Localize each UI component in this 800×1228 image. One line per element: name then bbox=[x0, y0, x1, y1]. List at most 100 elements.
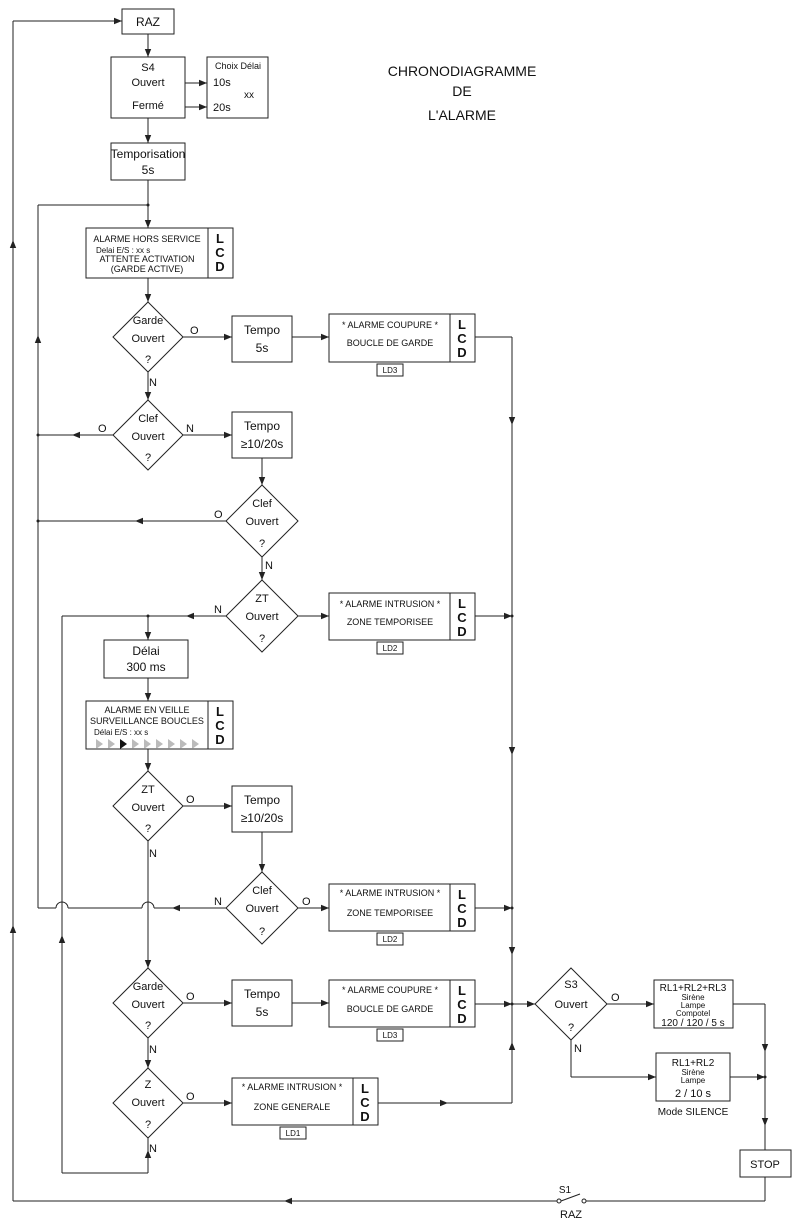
tempo-value: 5s bbox=[256, 1005, 269, 1019]
decision-ouvert: Ouvert bbox=[131, 1097, 164, 1109]
s1-switch: S1 RAZ bbox=[556, 1185, 587, 1221]
branch-n: N bbox=[149, 848, 157, 860]
tempo-label: Tempo bbox=[244, 793, 280, 807]
lcd-intrusion-zt-1: * ALARME INTRUSION * ZONE TEMPORISEE L C… bbox=[328, 592, 476, 655]
decision-label: Clef bbox=[138, 413, 159, 425]
lcd-letter-c: C bbox=[360, 1095, 370, 1110]
s1-raz: RAZ bbox=[560, 1209, 582, 1221]
lcd-letter-d: D bbox=[457, 1011, 466, 1026]
tempo-value: 5s bbox=[256, 341, 269, 355]
relay-full-line-5: 120 / 120 / 5 s bbox=[661, 1018, 724, 1029]
decision-garde-upper: Garde Ouvert ? O N bbox=[112, 301, 199, 389]
decision-q: ? bbox=[145, 823, 151, 835]
decision-ouvert: Ouvert bbox=[131, 999, 164, 1011]
decision-q: ? bbox=[145, 1020, 151, 1032]
relay-full-line-1: RL1+RL2+RL3 bbox=[660, 983, 727, 994]
title-line-3: L'ALARME bbox=[428, 107, 496, 123]
branch-n: N bbox=[186, 423, 194, 435]
lcd-hs-line-4: (GARDE ACTIVE) bbox=[111, 264, 184, 274]
decision-clef-1: Clef Ouvert ? O N bbox=[98, 399, 194, 471]
decision-label: Clef bbox=[252, 498, 273, 510]
lcd-hs-line-3: ATTENTE ACTIVATION bbox=[99, 254, 194, 264]
lcd-line-1: * ALARME INTRUSION * bbox=[340, 888, 441, 898]
progress-arrows bbox=[96, 739, 199, 749]
lcd-letter-d: D bbox=[457, 915, 466, 930]
branch-n: N bbox=[574, 1043, 582, 1055]
relay-silence-line-3: Lampe bbox=[681, 1076, 706, 1085]
branch-o: O bbox=[302, 896, 311, 908]
lcd-line-2: BOUCLE DE GARDE bbox=[347, 338, 434, 348]
lcd-line-2: ZONE GENERALE bbox=[254, 1102, 331, 1112]
lcd-line-1: * ALARME COUPURE * bbox=[342, 320, 439, 330]
decision-clef-3: Clef Ouvert ? N O bbox=[214, 871, 311, 945]
decision-garde-lower: Garde Ouvert ? O N bbox=[112, 967, 195, 1056]
tempo-1020-upper: Tempo ≥10/20s bbox=[231, 411, 293, 459]
relay-full-line-4: Compotel bbox=[676, 1009, 710, 1018]
branch-n: N bbox=[149, 1044, 157, 1056]
relay-silence-mode: Mode SILENCE bbox=[658, 1107, 729, 1118]
lcd-coupure-lower: * ALARME COUPURE * BOUCLE DE GARDE L C D… bbox=[328, 979, 476, 1042]
lcd-letter-l: L bbox=[216, 231, 224, 246]
lcd-letter-l: L bbox=[458, 887, 466, 902]
decision-ouvert: Ouvert bbox=[131, 333, 164, 345]
tempo-label: Tempo bbox=[244, 419, 280, 433]
delay-300ms-box: Délai 300 ms bbox=[103, 639, 189, 679]
led-ld3-label: LD3 bbox=[383, 366, 398, 375]
delay-choice-title: Choix Délai bbox=[215, 61, 261, 71]
branch-n: N bbox=[214, 604, 222, 616]
decision-label: ZT bbox=[141, 784, 155, 796]
delay-choice-20s: 20s bbox=[213, 102, 231, 114]
relay-full-line-3: Lampe bbox=[681, 1001, 706, 1010]
title-line-1: CHRONODIAGRAMME bbox=[388, 63, 537, 79]
lcd-line-1: * ALARME INTRUSION * bbox=[242, 1082, 343, 1092]
delay-choice-box: Choix Délai 10s xx 20s bbox=[206, 56, 269, 119]
s4-closed: Fermé bbox=[132, 100, 164, 112]
relay-silence-line-4: 2 / 10 s bbox=[675, 1088, 712, 1100]
decision-ouvert: Ouvert bbox=[245, 903, 278, 915]
lcd-line-2: ZONE TEMPORISEE bbox=[347, 617, 433, 627]
lcd-hs-tag: L C D bbox=[215, 231, 225, 274]
delay-choice-xx: xx bbox=[244, 90, 254, 101]
lcd-intrusion-z: * ALARME INTRUSION * ZONE GENERALE L C D… bbox=[231, 1077, 379, 1140]
led-ld2-label: LD2 bbox=[383, 935, 398, 944]
lcd-letter-d: D bbox=[215, 732, 224, 747]
lcd-hs-line-1: ALARME HORS SERVICE bbox=[93, 234, 200, 244]
decision-clef-2: Clef Ouvert ? O N bbox=[214, 484, 299, 572]
lcd-letter-d: D bbox=[360, 1109, 369, 1124]
connectors bbox=[9, 17, 769, 1205]
tempo-label: Tempo bbox=[244, 987, 280, 1001]
lcd-letter-c: C bbox=[457, 610, 467, 625]
lcd-letter-l: L bbox=[361, 1081, 369, 1096]
lcd-letter-d: D bbox=[457, 345, 466, 360]
decision-ouvert: Ouvert bbox=[131, 802, 164, 814]
branch-o: O bbox=[186, 1091, 195, 1103]
decision-ouvert: Ouvert bbox=[554, 999, 587, 1011]
relay-silence-line-2: Sirène bbox=[681, 1068, 705, 1077]
tempo-value: ≥10/20s bbox=[241, 811, 284, 825]
decision-q: ? bbox=[568, 1022, 574, 1034]
branch-o: O bbox=[98, 423, 107, 435]
lcd-letter-l: L bbox=[458, 596, 466, 611]
lcd-intrusion-zt-2: * ALARME INTRUSION * ZONE TEMPORISEE L C… bbox=[328, 883, 476, 946]
branch-n: N bbox=[265, 560, 273, 572]
branch-o: O bbox=[190, 325, 199, 337]
lcd-veille: ALARME EN VEILLE SURVEILLANCE BOUCLES Dé… bbox=[85, 700, 234, 750]
relay-silence-box: RL1+RL2 Sirène Lampe 2 / 10 s Mode SILEN… bbox=[655, 1052, 731, 1118]
decision-label: ZT bbox=[255, 593, 269, 605]
lcd-line-1: * ALARME COUPURE * bbox=[342, 985, 439, 995]
delay-label: Délai bbox=[132, 644, 159, 658]
decision-ouvert: Ouvert bbox=[131, 431, 164, 443]
s4-open: Ouvert bbox=[131, 77, 164, 89]
lcd-veille-line-2: SURVEILLANCE BOUCLES bbox=[90, 716, 204, 726]
s1-name: S1 bbox=[559, 1185, 572, 1196]
lcd-line-1: * ALARME INTRUSION * bbox=[340, 599, 441, 609]
s4-box: S4 Ouvert Fermé bbox=[110, 56, 186, 119]
tempo-value: ≥10/20s bbox=[241, 437, 284, 451]
s4-name: S4 bbox=[141, 62, 154, 74]
lcd-hs-line-2: Delai E/S : xx s bbox=[96, 246, 150, 255]
tempo-init-label: Temporisation bbox=[111, 147, 186, 161]
lcd-letter-c: C bbox=[215, 718, 225, 733]
branch-n: N bbox=[149, 377, 157, 389]
lcd-letter-c: C bbox=[457, 997, 467, 1012]
